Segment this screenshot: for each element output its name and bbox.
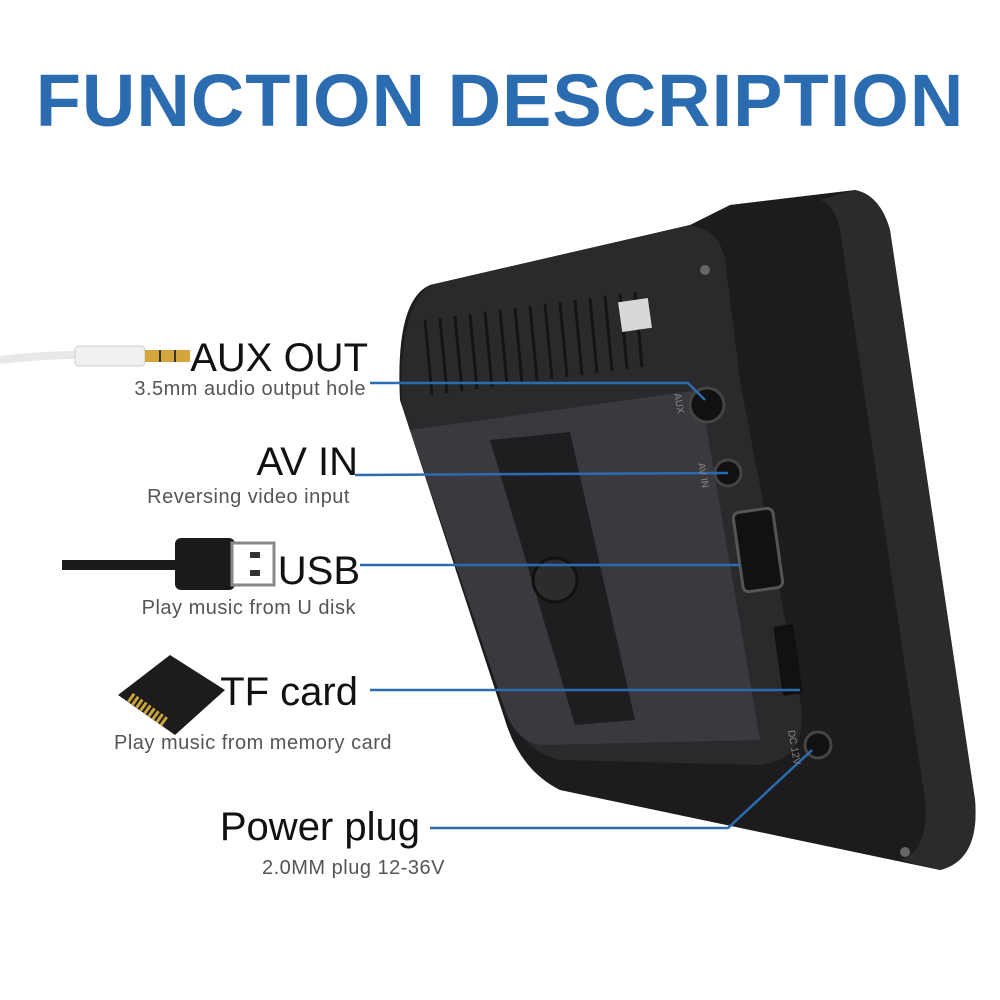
feature-desc-usb: Play music from U disk xyxy=(141,597,356,619)
audio-jack-cable-icon xyxy=(0,345,190,367)
usb-port xyxy=(731,506,785,594)
monitor-device xyxy=(399,190,976,870)
feature-desc-power-plug: 2.0MM plug 12-36V xyxy=(261,857,445,879)
feature-label-aux-out: AUX OUT xyxy=(190,336,368,380)
tf-card-icon xyxy=(118,655,225,735)
page-title: FUNCTION DESCRIPTION xyxy=(35,59,965,142)
feature-label-av-in: AV IN xyxy=(256,440,358,484)
aux-port xyxy=(688,386,726,424)
feature-label-usb: USB xyxy=(277,549,360,593)
feature-desc-aux-out: 3.5mm audio output hole xyxy=(134,378,366,400)
callout-lines xyxy=(354,381,813,830)
tf-slot xyxy=(773,624,803,696)
feature-desc-av-in: Reversing video input xyxy=(147,486,350,508)
feature-label-tf-card: TF card xyxy=(220,670,358,714)
feature-desc-tf-card: Play music from memory card xyxy=(114,732,392,754)
feature-label-power-plug: Power plug xyxy=(219,805,420,849)
usb-cable-icon xyxy=(62,538,276,590)
